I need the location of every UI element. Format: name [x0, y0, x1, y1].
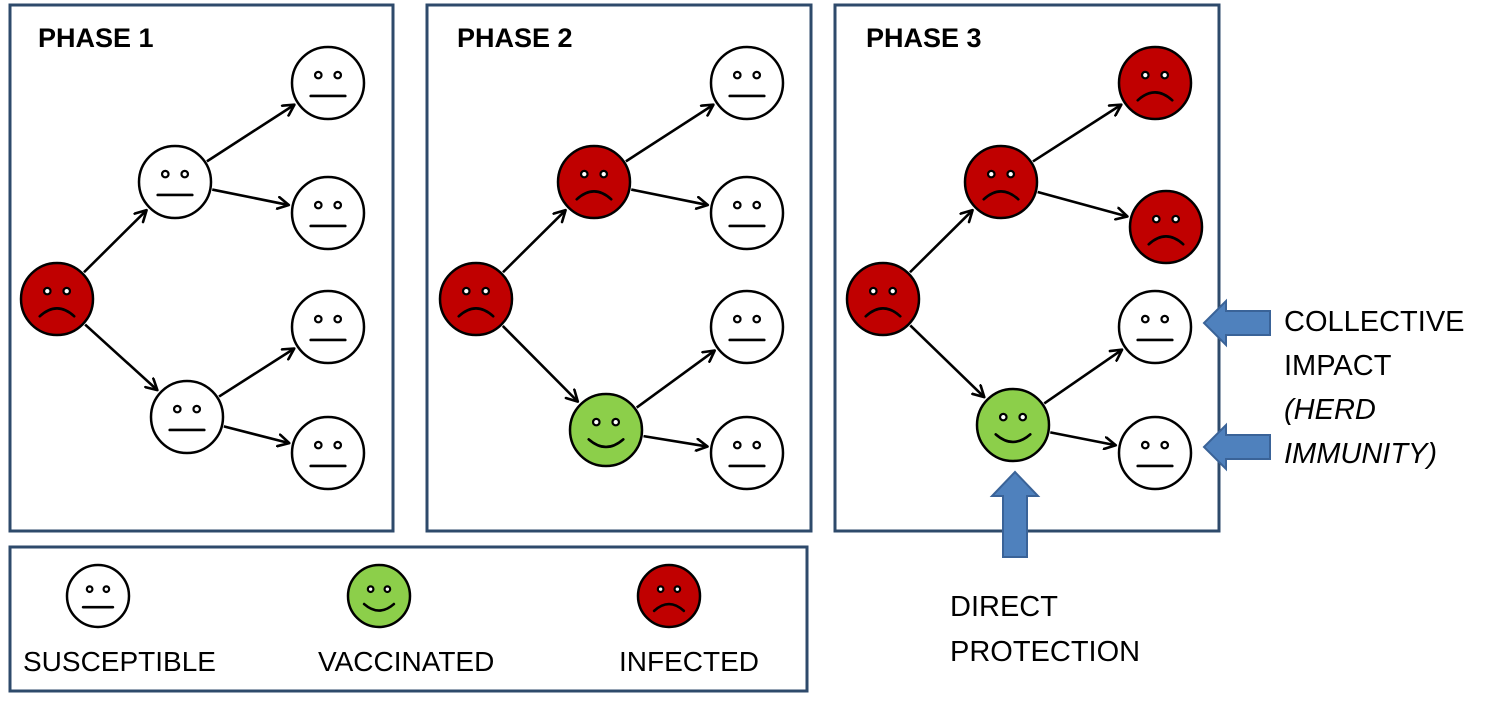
phase-panel-3: PHASE 3: [833, 3, 1221, 533]
phase-2-susceptible-person-icon-4: [709, 45, 785, 121]
phase-2-susceptible-person-icon-5: [709, 175, 785, 251]
phase-3-susceptible-person-icon-6: [1117, 289, 1193, 365]
phase-3-infected-person-icon-4: [1117, 45, 1193, 121]
legend-label-infected: INFECTED: [619, 646, 759, 677]
direct-protection-line-1: DIRECT: [950, 591, 1058, 623]
phase-1-susceptible-person-icon-5: [290, 175, 366, 251]
collective-impact-arrow-upper: [1202, 298, 1271, 348]
phase-2-susceptible-person-icon-6: [709, 289, 785, 365]
collective-impact-line-2: IMPACT: [1284, 350, 1392, 382]
legend-label-susceptible: SUSCEPTIBLE: [23, 646, 216, 677]
phase-1-infected-person-icon-1: [19, 261, 95, 337]
herd-immunity-line-2: IMMUNITY): [1284, 438, 1437, 470]
phase-1-susceptible-person-icon-4: [290, 45, 366, 121]
phase-panel-1: PHASE 1: [8, 3, 395, 533]
phase-1-transmission-arrow-6: [223, 425, 289, 443]
phase-3-transmission-arrow-3: [1032, 105, 1121, 163]
phase-3-infected-person-icon-5: [1128, 189, 1204, 265]
phase-3-transmission-arrow-5: [1043, 350, 1122, 405]
collective-impact-label: COLLECTIVE IMPACT (HERD IMMUNITY): [1284, 306, 1465, 470]
direct-protection-line-2: PROTECTION: [950, 636, 1140, 668]
phase-3-vaccinated-person-icon-3: [975, 387, 1051, 463]
phase-2-transmission-arrow-3: [625, 105, 714, 163]
phase-3-transmission-arrow-6: [1050, 431, 1115, 445]
direct-protection-label: DIRECT PROTECTION: [950, 591, 1140, 668]
phase-panel-2: PHASE 2: [425, 3, 813, 533]
phase-1-susceptible-person-icon-2: [137, 144, 213, 220]
legend-susceptible-icon: [65, 563, 131, 629]
phase-3-title: PHASE 3: [866, 23, 982, 53]
phase-1-transmission-arrow-5: [218, 349, 294, 398]
legend-label-vaccinated: VACCINATED: [318, 646, 494, 677]
phase-3-susceptible-person-icon-7: [1117, 415, 1193, 491]
phase-2-transmission-arrow-5: [635, 351, 715, 409]
phase-2-transmission-arrow-4: [630, 188, 708, 206]
collective-impact-arrow-lower: [1202, 422, 1271, 472]
phase-3-transmission-arrow-4: [1037, 190, 1128, 216]
legend: SUSCEPTIBLE VACCINATED INFECTED: [8, 545, 809, 693]
phase-1-title: PHASE 1: [38, 23, 154, 53]
phase-3-infected-person-icon-1: [845, 261, 921, 337]
phase-2-infected-person-icon-1: [438, 261, 514, 337]
phase-1-susceptible-person-icon-3: [149, 379, 225, 455]
phase-2-transmission-arrow-2: [501, 325, 578, 402]
phase-1-susceptible-person-icon-6: [290, 289, 366, 365]
legend-infected-icon: [636, 563, 702, 629]
phase-2-title: PHASE 2: [457, 23, 573, 53]
phase-1-transmission-arrow-2: [84, 323, 157, 391]
phase-1-transmission-arrow-3: [206, 105, 295, 163]
legend-vaccinated-icon: [346, 563, 412, 629]
phase-3-infected-person-icon-2: [963, 144, 1039, 220]
direct-protection-arrow: [989, 470, 1041, 558]
phase-2-vaccinated-person-icon-3: [568, 392, 644, 468]
phase-1-transmission-arrow-1: [83, 210, 147, 274]
phase-1-transmission-arrow-4: [211, 188, 289, 206]
phase-1-susceptible-person-icon-7: [290, 415, 366, 491]
phase-2-transmission-arrow-1: [502, 210, 566, 274]
collective-impact-line-1: COLLECTIVE: [1284, 306, 1465, 338]
phase-3-transmission-arrow-1: [909, 210, 973, 274]
phase-2-infected-person-icon-2: [556, 144, 632, 220]
herd-immunity-line-1: (HERD: [1284, 394, 1376, 426]
phase-3-transmission-arrow-2: [909, 324, 984, 397]
phase-2-susceptible-person-icon-7: [709, 415, 785, 491]
phase-2-transmission-arrow-6: [643, 434, 708, 446]
